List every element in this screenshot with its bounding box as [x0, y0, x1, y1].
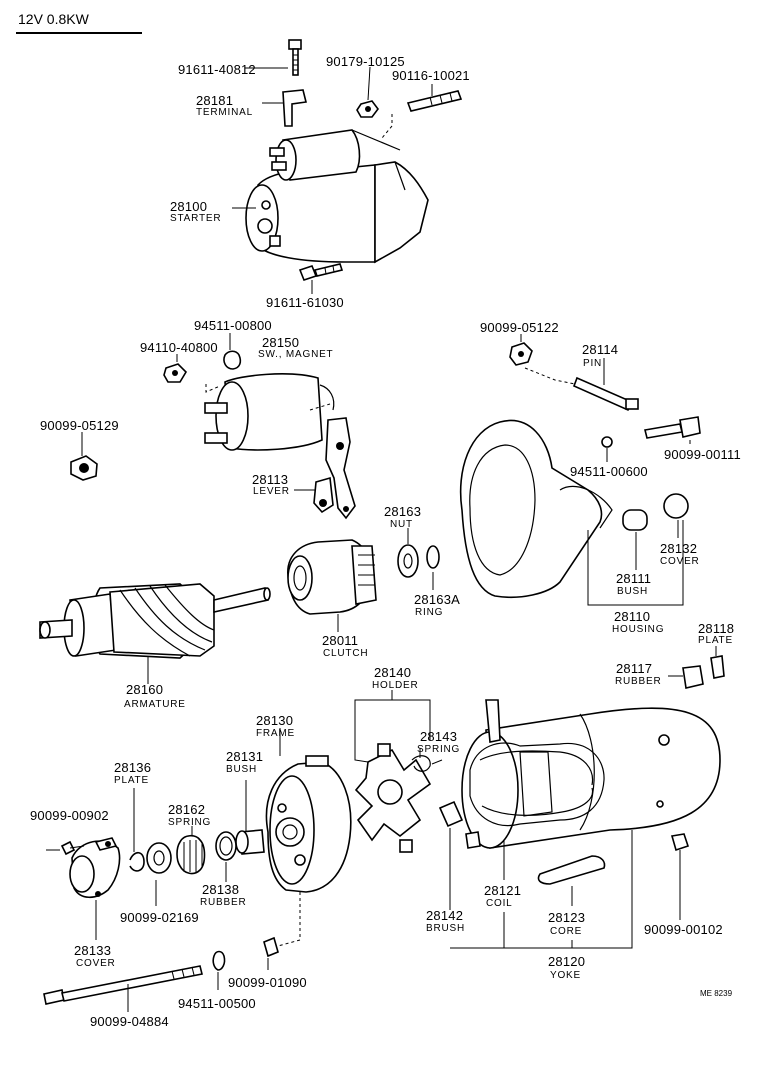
part-number-28150: 28150 [262, 335, 299, 350]
brush-holder-drawing [354, 743, 443, 853]
part-number-94511-00500: 94511-00500 [178, 996, 256, 1011]
part-number-28110: 28110 [614, 609, 650, 624]
part-label-cover-28132: COVER [660, 556, 700, 567]
magnet-switch-drawing [163, 350, 356, 520]
part-number-90099-02169: 90099-02169 [120, 910, 199, 925]
part-label-pin: PIN [583, 358, 602, 369]
part-number-28163a: 28163A [414, 592, 460, 607]
part-label-holder: HOLDER [372, 680, 418, 691]
part-number-28130: 28130 [256, 713, 293, 728]
part-number-28114: 28114 [582, 342, 618, 357]
part-number-28181: 28181 [196, 93, 233, 108]
armature-drawing [39, 583, 271, 659]
part-number-28143: 28143 [420, 729, 457, 744]
part-number-90099-05122: 90099-05122 [480, 320, 559, 335]
part-number-28121: 28121 [484, 883, 521, 898]
part-label-yoke: YOKE [550, 970, 581, 981]
part-label-sw-magnet: SW., MAGNET [258, 349, 333, 360]
clutch-drawing [287, 539, 440, 615]
part-number-28123: 28123 [548, 910, 585, 925]
part-number-28011: 28011 [322, 633, 358, 648]
part-number-28133: 28133 [74, 943, 111, 958]
part-label-plate-28118: PLATE [698, 635, 733, 646]
part-number-28132: 28132 [660, 541, 697, 556]
part-number-90116-10021: 90116-10021 [392, 68, 470, 83]
part-label-terminal: TERMINAL [196, 107, 253, 118]
part-label-plate-28136: PLATE [114, 775, 149, 786]
part-number-28120: 28120 [548, 954, 585, 969]
frame-drawing [43, 755, 352, 1005]
part-label-housing: HOUSING [612, 624, 664, 635]
part-number-28138: 28138 [202, 882, 239, 897]
part-label-nut: NUT [390, 519, 413, 530]
part-label-armature: ARMATURE [124, 699, 186, 710]
starter-assembly-drawing [245, 39, 463, 281]
part-label-bush-28111: BUSH [617, 586, 648, 597]
part-number-28163: 28163 [384, 504, 421, 519]
part-label-rubber-28117: RUBBER [615, 676, 661, 687]
part-number-91611-61030: 91611-61030 [266, 295, 344, 310]
diagram-title: 12V 0.8KW [18, 11, 90, 27]
housing-drawing [459, 342, 701, 599]
part-number-91611-40812: 91611-40812 [178, 62, 256, 77]
part-label-ring: RING [415, 607, 443, 618]
part-number-28131: 28131 [226, 749, 263, 764]
part-number-94511-00600: 94511-00600 [570, 464, 648, 479]
part-number-28100: 28100 [170, 199, 207, 214]
part-number-94110-40800: 94110-40800 [140, 340, 218, 355]
part-label-bush-28131: BUSH [226, 764, 257, 775]
part-number-94511-00800: 94511-00800 [194, 318, 272, 333]
part-number-28118: 28118 [698, 621, 734, 636]
part-number-28142: 28142 [426, 908, 463, 923]
part-number-90099-04884: 90099-04884 [90, 1014, 169, 1029]
part-label-spring-28162: SPRING [168, 817, 211, 828]
part-label-cover-28133: COVER [76, 958, 116, 969]
part-number-28113: 28113 [252, 472, 288, 487]
part-label-core: CORE [550, 926, 582, 937]
part-label-clutch: CLUTCH [323, 648, 368, 659]
part-number-90099-00102: 90099-00102 [644, 922, 723, 937]
part-label-frame: FRAME [256, 728, 295, 739]
part-number-90099-01090: 90099-01090 [228, 975, 307, 990]
part-label-lever: LEVER [253, 486, 290, 497]
part-number-28160: 28160 [126, 682, 163, 697]
part-number-90099-00902: 90099-00902 [30, 808, 109, 823]
part-label-rubber-28138: RUBBER [200, 897, 246, 908]
part-number-28162: 28162 [168, 802, 205, 817]
part-number-28136: 28136 [114, 760, 151, 775]
part-label-starter: STARTER [170, 213, 221, 224]
part-label-coil: COIL [486, 898, 513, 909]
part-number-28117: 28117 [616, 661, 652, 676]
part-number-28111: 28111 [616, 571, 651, 586]
part-label-spring-28143: SPRING [417, 744, 460, 755]
part-number-28140: 28140 [374, 665, 411, 680]
part-number-90179-10125: 90179-10125 [326, 54, 405, 69]
diagram-code: ME 8239 [700, 989, 733, 998]
part-number-90099-05129: 90099-05129 [40, 418, 119, 433]
yoke-drawing [438, 699, 721, 885]
part-label-brush: BRUSH [426, 923, 465, 934]
part-number-90099-00111: 90099-00111 [664, 447, 741, 462]
